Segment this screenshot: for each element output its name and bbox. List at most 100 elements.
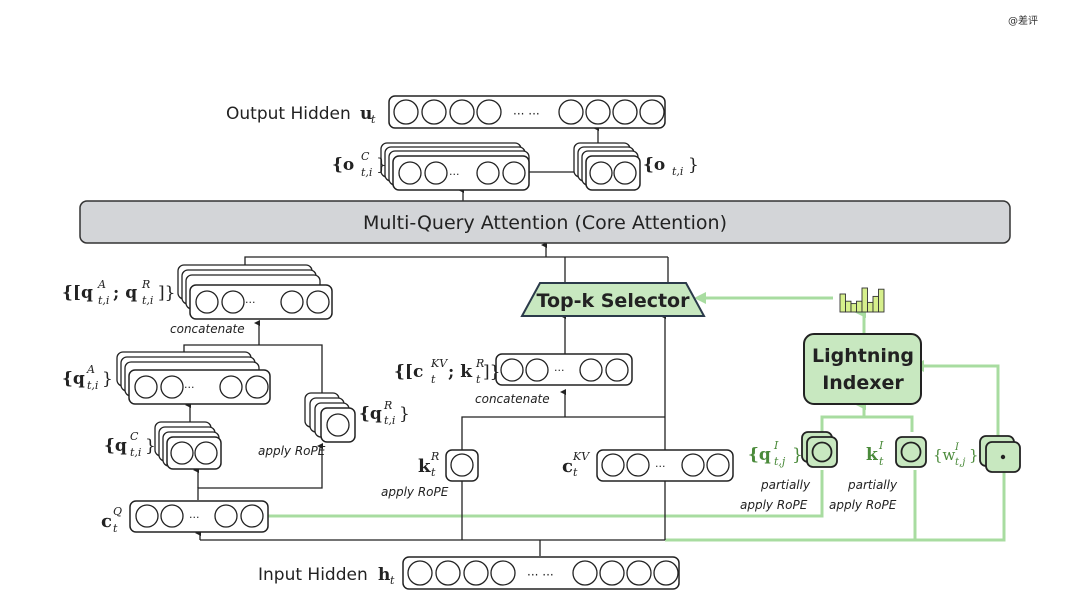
indexer-green-paths	[268, 292, 1006, 542]
qc-sub: t,i	[130, 446, 141, 459]
neuron	[160, 504, 184, 528]
kvcat-sub1: t	[431, 373, 436, 386]
wi-open: {w	[933, 446, 956, 464]
input-hidden-label: Input Hidden	[258, 565, 368, 585]
q-c-stack: {q C t,i }	[104, 421, 222, 470]
apply-rope-q-label: apply RoPE	[258, 444, 326, 458]
input-hidden-group: Input Hidden h t ··· ···	[258, 556, 680, 590]
qr-sub: t,i	[384, 414, 395, 427]
lightning-label-1: Lightning	[812, 345, 914, 367]
ckv-sub: t	[573, 466, 578, 479]
partially-k-line1: partially	[847, 478, 898, 492]
qr-close: }	[399, 404, 410, 424]
cq-sub: t	[113, 522, 118, 535]
neuron	[476, 99, 502, 125]
neuron	[639, 99, 665, 125]
neuron	[435, 560, 461, 586]
qcat-close: ]}	[158, 283, 175, 303]
output-ellipsis: ··· ···	[513, 107, 540, 121]
neuron	[398, 161, 422, 185]
ot-label-open: {o	[643, 155, 665, 175]
neuron	[134, 375, 158, 399]
output-hidden-neurons	[393, 99, 665, 125]
wi-close: }	[969, 446, 979, 464]
histogram-bar	[845, 300, 852, 313]
qi-sup: I	[773, 439, 779, 452]
ckv-sup: KV	[572, 450, 590, 463]
neuron	[219, 375, 243, 399]
ot-label-close: }	[688, 155, 699, 175]
qcat-label-open: {[q	[62, 283, 93, 303]
neuron	[306, 290, 330, 314]
histogram-bar	[861, 287, 868, 313]
oc-label-close: }	[376, 155, 387, 175]
neuron	[393, 99, 419, 125]
k-r-vector: k R t apply RoPE	[381, 449, 479, 499]
partially-q-line2: apply RoPE	[740, 498, 808, 512]
concatenate-kv-label: concatenate	[475, 392, 550, 406]
w-indexer-stack: {w I t,j }	[933, 435, 1021, 473]
neuron	[558, 99, 584, 125]
q-indexer-stack: {q I t,j } partially apply RoPE	[740, 431, 838, 512]
lightning-label-2: Indexer	[822, 372, 904, 394]
neuron	[653, 560, 679, 586]
qcat-ellipsis: ···	[245, 296, 256, 309]
kr-var: k	[418, 456, 431, 477]
neuron	[706, 453, 730, 477]
lightning-indexer[interactable]: Lightning Indexer	[803, 333, 922, 405]
qa-close: }	[102, 369, 113, 389]
partially-q-line1: partially	[760, 478, 811, 492]
qcat-sub2: t,i	[142, 294, 153, 307]
neuron	[195, 290, 219, 314]
kvcat-sub2: t	[476, 373, 481, 386]
neuron	[626, 453, 650, 477]
qa-sub: t,i	[87, 379, 98, 392]
ht-to-ki-wi-line	[665, 472, 1006, 542]
neuron	[476, 161, 500, 185]
qr-sup: R	[383, 399, 392, 412]
neuron	[626, 560, 652, 586]
watermark: @差评	[1008, 16, 1038, 27]
cq-to-qi-line	[268, 470, 824, 518]
neuron	[214, 504, 238, 528]
apply-rope-k-label: apply RoPE	[381, 485, 449, 499]
oc-label-sub: t,i	[361, 166, 372, 179]
qa-label-open: {q	[62, 369, 85, 389]
kvcat-ellipsis: ···	[554, 364, 565, 377]
neuron	[525, 358, 549, 382]
input-hidden-neurons	[407, 560, 679, 586]
cq-ellipsis: ···	[189, 511, 200, 524]
kv-concat-vector: ··· {[c KV t ; k R t ]} concatenate	[394, 353, 633, 406]
q-concat-stack: ··· {[q A t,i ; q R t,i ]} concatenate	[62, 264, 333, 336]
neuron	[449, 99, 475, 125]
kvcat-sup2: R	[475, 357, 484, 370]
kvcat-open: {[c	[394, 362, 423, 382]
neuron	[681, 453, 705, 477]
neuron	[463, 560, 489, 586]
qi-open: {q	[748, 445, 771, 465]
neuron	[160, 375, 184, 399]
topk-selector[interactable]: Top-k Selector	[520, 282, 706, 317]
concatenate-q-label: concatenate	[170, 322, 245, 336]
neuron	[280, 290, 304, 314]
neuron	[500, 358, 524, 382]
index-score-histogram-icon	[839, 287, 885, 313]
neuron	[572, 560, 598, 586]
histogram-bar	[856, 300, 863, 313]
neuron	[502, 161, 526, 185]
qa-ellipsis: ···	[184, 381, 195, 394]
qcat-mid: ; q	[113, 283, 137, 303]
kr-sup: R	[430, 450, 439, 463]
histogram-bar	[872, 295, 879, 313]
neuron	[585, 99, 611, 125]
core-attention-label: Multi-Query Attention (Core Attention)	[363, 212, 727, 234]
qc-label-open: {q	[104, 436, 127, 456]
histogram-bar	[867, 301, 874, 313]
ckv-var: c	[562, 456, 573, 477]
kr-sub: t	[431, 466, 436, 479]
output-hidden-label: Output Hidden	[226, 104, 351, 124]
core-attention-block: Multi-Query Attention (Core Attention)	[79, 200, 1011, 244]
q-a-stack: ··· {q A t,i }	[62, 351, 271, 405]
cq-var: c	[101, 511, 112, 532]
